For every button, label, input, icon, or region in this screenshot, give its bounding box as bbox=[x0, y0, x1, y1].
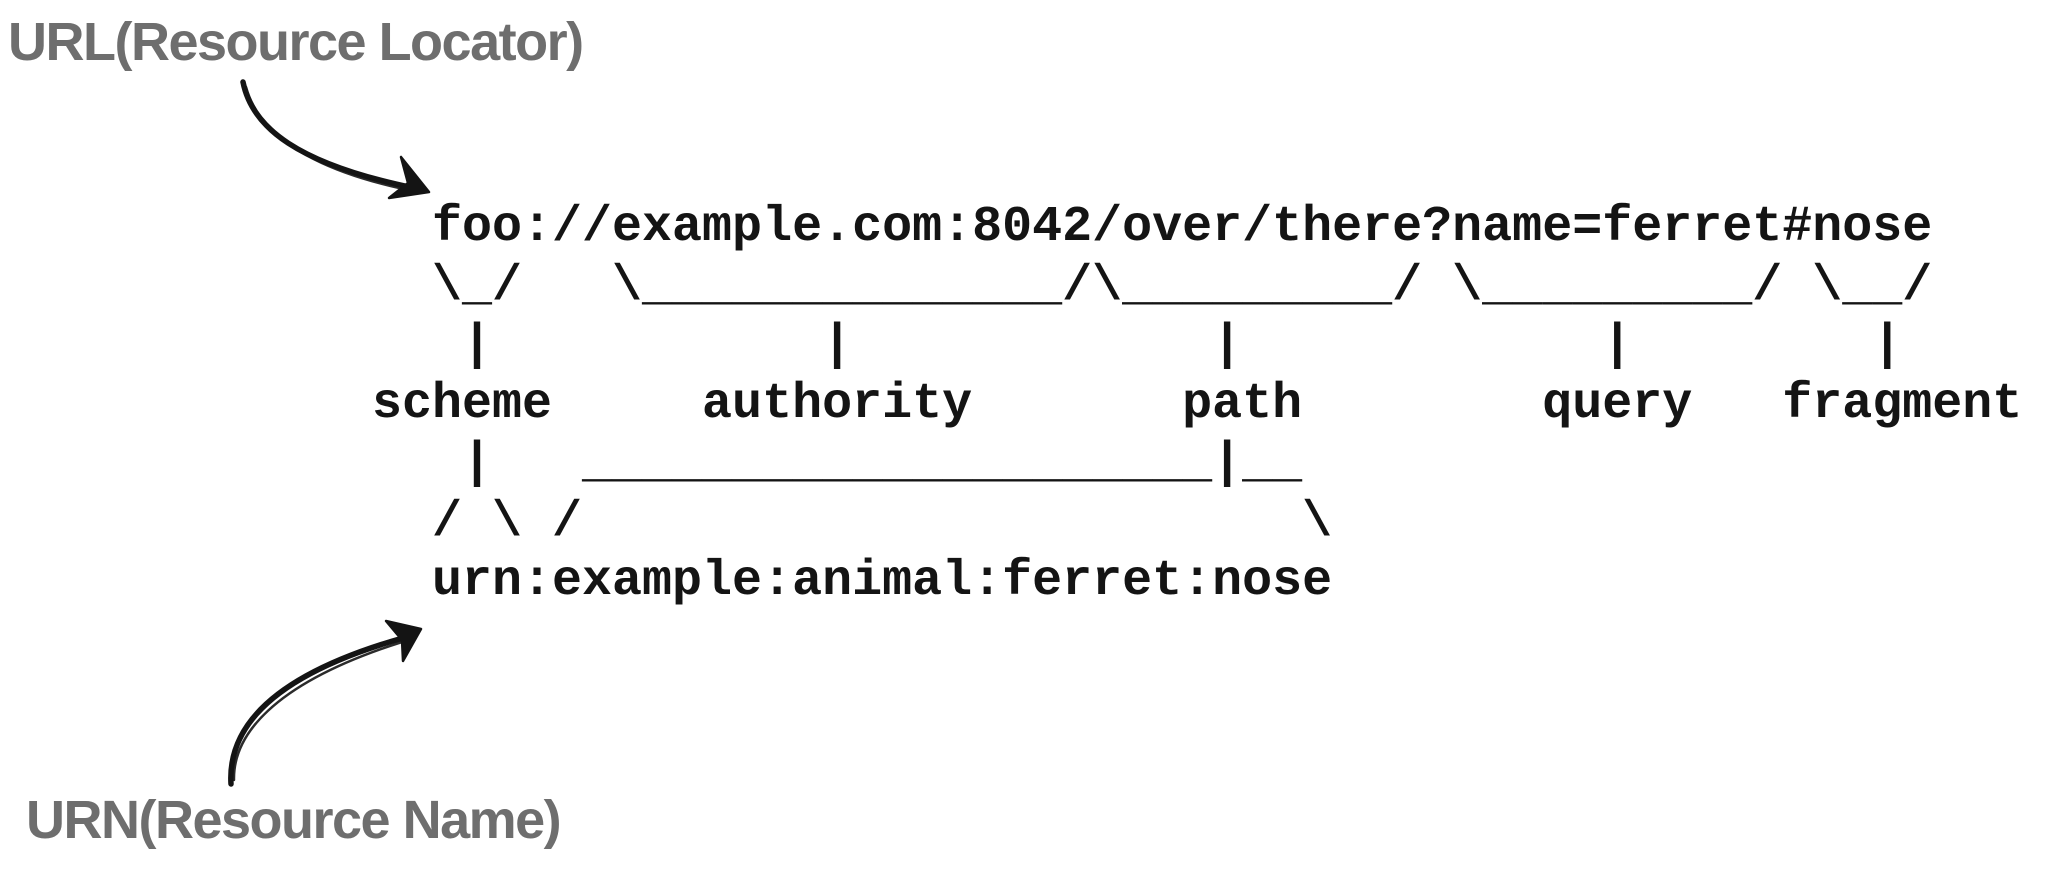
urn-label: URN(Resource Name) bbox=[26, 790, 562, 850]
curved-arrow-down-right-icon bbox=[240, 79, 431, 200]
uri-ascii-art: foo://example.com:8042/over/there?name=f… bbox=[372, 199, 2023, 610]
url-label: URL(Resource Locator) bbox=[8, 12, 584, 72]
curved-arrow-up-right-icon bbox=[228, 619, 423, 787]
